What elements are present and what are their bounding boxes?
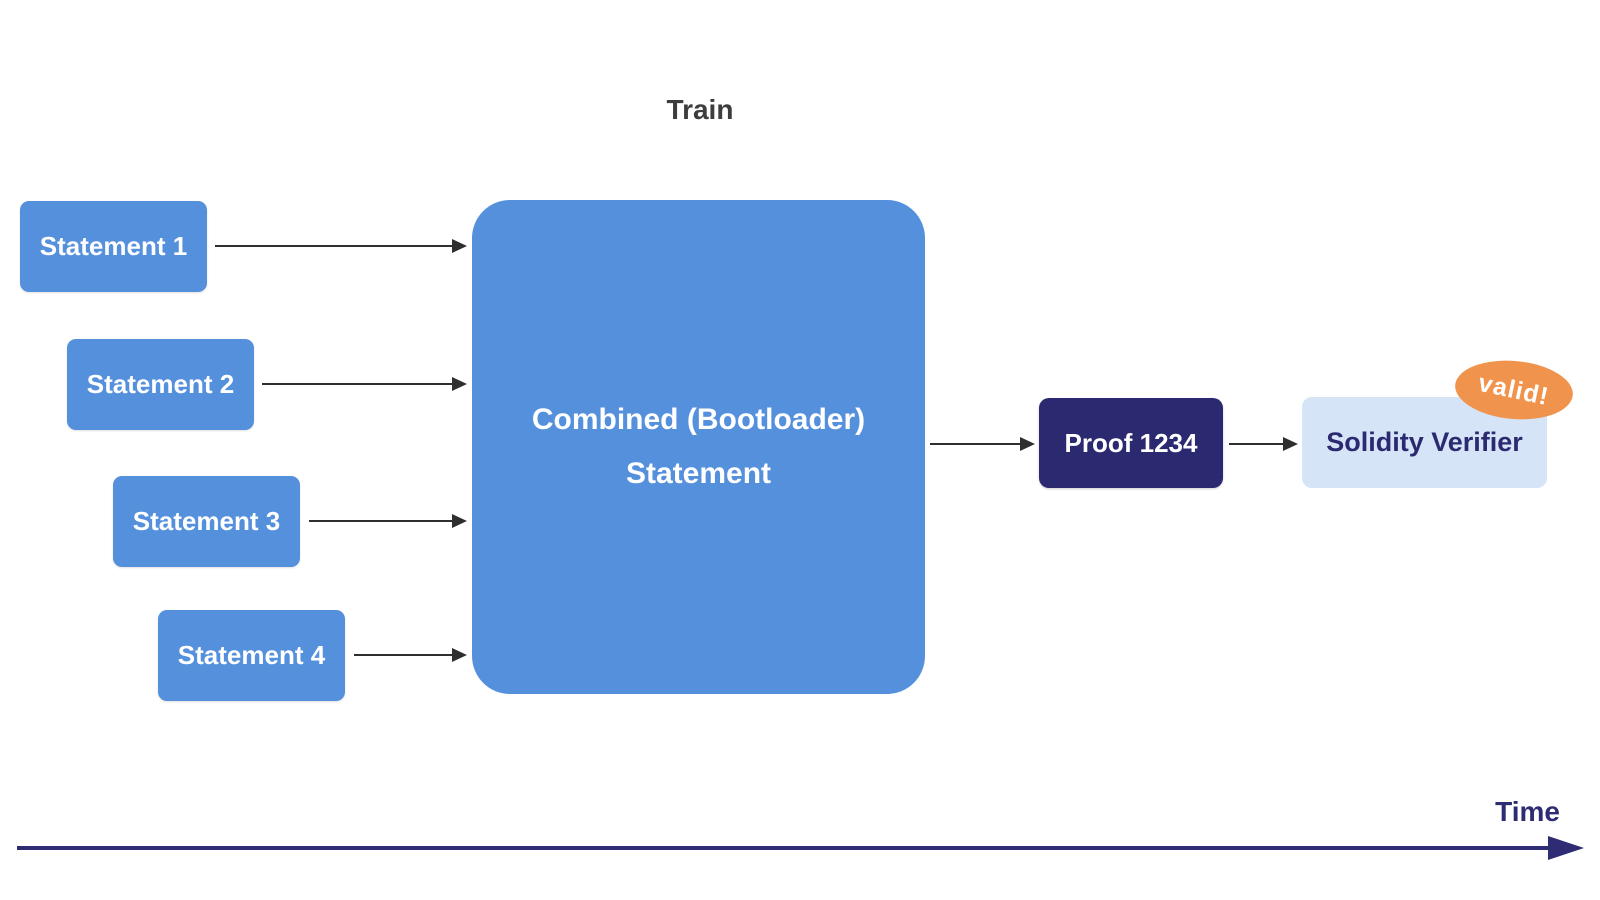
arrow-statement-3-to-combined bbox=[309, 514, 467, 528]
statement-3-label: Statement 3 bbox=[132, 506, 281, 536]
arrow-statement-2-to-combined bbox=[262, 377, 467, 391]
arrow-statement-4-to-combined bbox=[354, 648, 467, 662]
arrow-proof-to-verifier bbox=[1229, 437, 1298, 451]
combined-statement-line2: Statement bbox=[625, 457, 772, 490]
arrow-combined-to-proof bbox=[930, 437, 1035, 451]
statement-4-box: Statement 4 bbox=[158, 610, 345, 701]
statement-1-box: Statement 1 bbox=[20, 201, 207, 292]
combined-statement-line1: Combined (Bootloader) bbox=[531, 403, 866, 436]
verifier-label: Solidity Verifier bbox=[1326, 427, 1523, 457]
valid-badge-label: valid! bbox=[1476, 368, 1552, 411]
statement-4-label: Statement 4 bbox=[177, 640, 326, 670]
proof-label: Proof 1234 bbox=[1064, 427, 1198, 458]
time-axis-arrow bbox=[17, 836, 1584, 860]
statement-3-box: Statement 3 bbox=[113, 476, 300, 567]
statement-2-box: Statement 2 bbox=[67, 339, 254, 430]
statement-2-label: Statement 2 bbox=[86, 369, 235, 399]
arrow-statement-1-to-combined bbox=[215, 239, 467, 253]
combined-statement-box: Combined (Bootloader) Statement bbox=[472, 200, 925, 694]
diagram-title: Train bbox=[666, 94, 734, 125]
proof-box: Proof 1234 bbox=[1039, 398, 1223, 488]
time-axis-label: Time bbox=[1495, 796, 1560, 827]
statement-1-label: Statement 1 bbox=[39, 231, 188, 261]
